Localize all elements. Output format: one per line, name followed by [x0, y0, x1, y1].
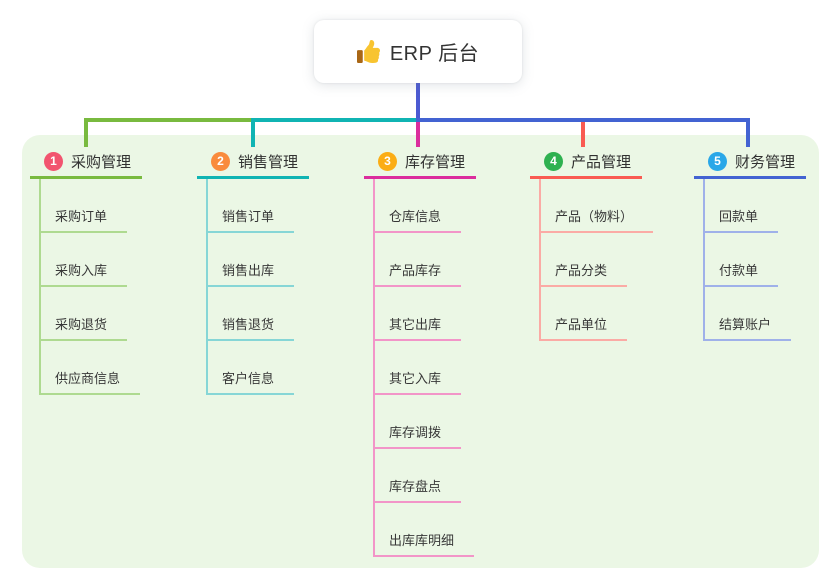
node-item[interactable]: 采购入库 [41, 233, 128, 287]
branch-1-number-badge: 1 [44, 151, 63, 171]
branch-inventory-management: 3 库存管理 仓库信息 产品库存 其它出库 其它入库 库存调拨 库存盘点 出库库… [364, 147, 524, 557]
node-item[interactable]: 销售退货 [208, 287, 295, 341]
node-item[interactable]: 销售出库 [208, 233, 295, 287]
branch-1-items: 采购订单 采购入库 采购退货 供应商信息 [39, 179, 141, 395]
connector-branch-1-horizontal [84, 118, 256, 122]
branch-3-title: 库存管理 [405, 153, 466, 171]
branch-4-header[interactable]: 4 产品管理 [530, 147, 690, 175]
root-node[interactable]: ERP 后台 [314, 20, 522, 83]
node-item[interactable]: 其它出库 [375, 287, 462, 341]
branch-2-items: 销售订单 销售出库 销售退货 客户信息 [206, 179, 295, 395]
root-node-label: ERP 后台 [389, 43, 480, 65]
branch-2-underline [197, 176, 309, 179]
branch-1-title: 采购管理 [71, 153, 132, 171]
node-item[interactable]: 产品（物料） [541, 179, 654, 233]
connector-branch-2-drop [251, 118, 255, 147]
node-item[interactable]: 结算账户 [705, 287, 792, 341]
branch-3-number-badge: 3 [378, 151, 397, 171]
root-stem-line [416, 83, 420, 120]
branch-5-title: 财务管理 [735, 153, 796, 171]
connector-branch-5-horizontal [416, 118, 750, 122]
branch-2-title: 销售管理 [238, 153, 299, 171]
branch-2-number-badge: 2 [211, 151, 230, 171]
connector-branch-4-drop [581, 122, 585, 147]
node-item[interactable]: 付款单 [705, 233, 779, 287]
node-item[interactable]: 库存盘点 [375, 449, 462, 503]
branch-5-number-badge: 5 [708, 151, 727, 171]
branch-1-underline [30, 176, 142, 179]
node-item[interactable]: 客户信息 [208, 341, 295, 395]
branch-3-items: 仓库信息 产品库存 其它出库 其它入库 库存调拨 库存盘点 出库库明细 [373, 179, 475, 557]
node-item[interactable]: 产品库存 [375, 233, 462, 287]
node-item[interactable]: 产品单位 [541, 287, 628, 341]
node-item[interactable]: 其它入库 [375, 341, 462, 395]
branch-3-underline [364, 176, 476, 179]
node-item[interactable]: 出库库明细 [375, 503, 475, 557]
node-item[interactable]: 回款单 [705, 179, 779, 233]
node-item[interactable]: 采购退货 [41, 287, 128, 341]
node-item[interactable]: 供应商信息 [41, 341, 141, 395]
branch-purchase-management: 1 采购管理 采购订单 采购入库 采购退货 供应商信息 [30, 147, 190, 395]
branch-4-title: 产品管理 [571, 153, 632, 171]
node-item[interactable]: 仓库信息 [375, 179, 462, 233]
branch-4-underline [530, 176, 642, 179]
connector-branch-3-drop [416, 122, 420, 147]
branch-sales-management: 2 销售管理 销售订单 销售出库 销售退货 客户信息 [197, 147, 357, 395]
branch-5-items: 回款单 付款单 结算账户 [703, 179, 792, 341]
branches-panel [22, 135, 819, 568]
connector-branch-5-drop [746, 118, 750, 147]
node-item[interactable]: 销售订单 [208, 179, 295, 233]
branch-4-number-badge: 4 [544, 151, 563, 171]
branch-4-items: 产品（物料） 产品分类 产品单位 [539, 179, 654, 341]
branch-2-header[interactable]: 2 销售管理 [197, 147, 357, 175]
branch-5-underline [694, 176, 806, 179]
thumbs-up-icon [356, 40, 380, 63]
branch-3-header[interactable]: 3 库存管理 [364, 147, 524, 175]
node-item[interactable]: 采购订单 [41, 179, 128, 233]
branch-product-management: 4 产品管理 产品（物料） 产品分类 产品单位 [530, 147, 690, 341]
branch-1-header[interactable]: 1 采购管理 [30, 147, 190, 175]
branch-5-header[interactable]: 5 财务管理 [694, 147, 839, 175]
node-item[interactable]: 库存调拨 [375, 395, 462, 449]
connector-branch-1-drop [84, 118, 88, 147]
node-item[interactable]: 产品分类 [541, 233, 628, 287]
connector-branch-2-horizontal [251, 118, 418, 122]
branch-finance-management: 5 财务管理 回款单 付款单 结算账户 [694, 147, 839, 341]
